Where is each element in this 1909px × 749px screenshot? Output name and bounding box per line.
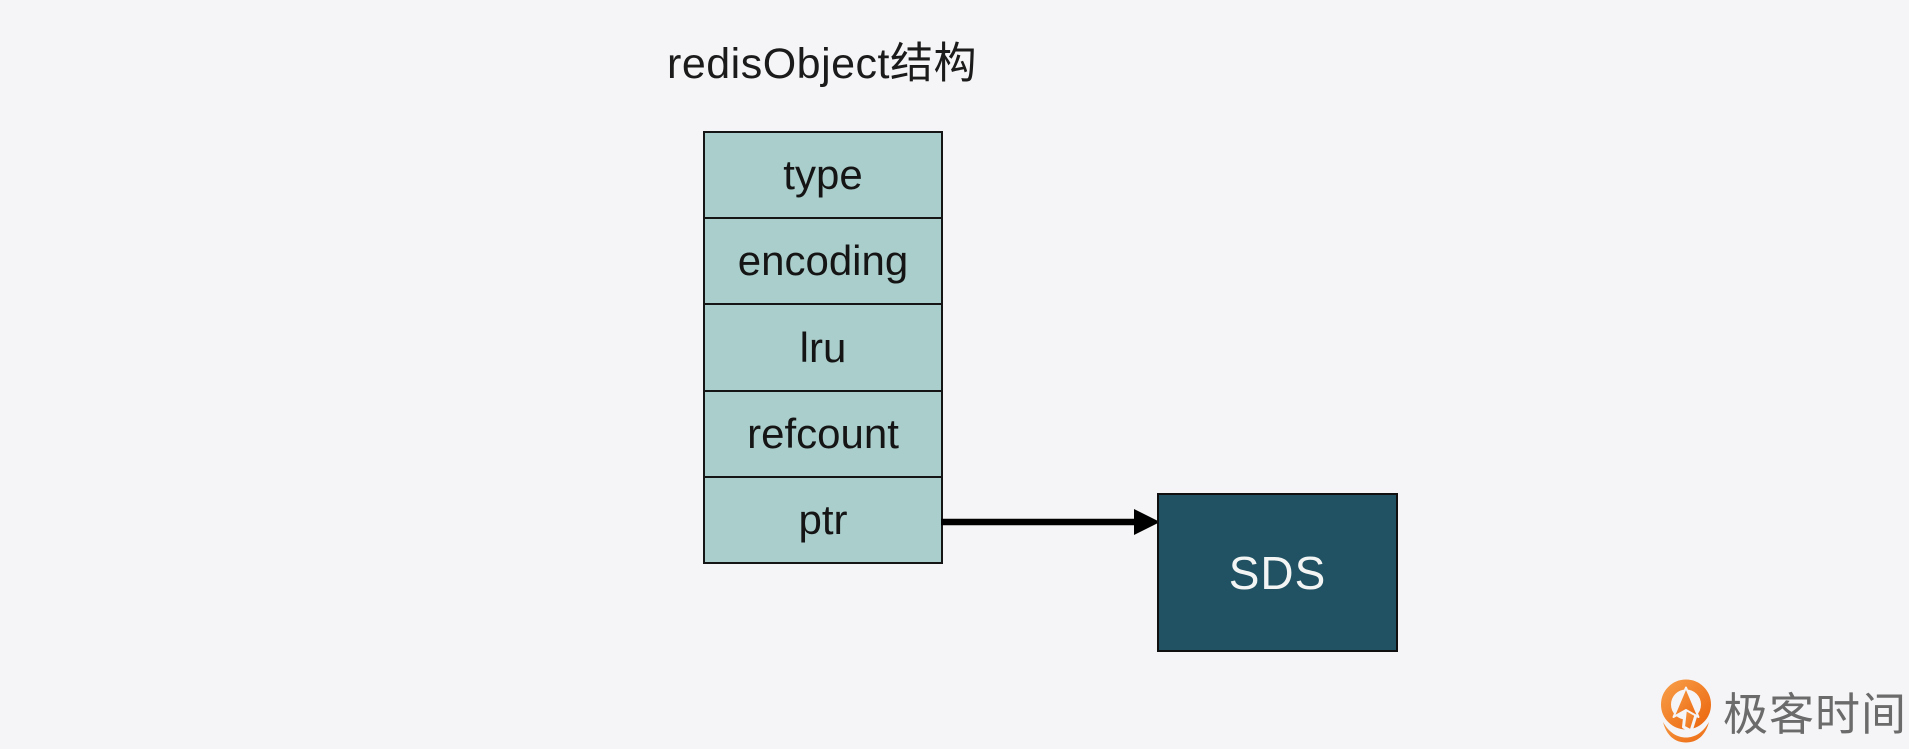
struct-cell-encoding: encoding bbox=[705, 219, 941, 306]
struct-cell-ptr: ptr bbox=[705, 477, 941, 563]
sds-box: SDS bbox=[1157, 493, 1398, 652]
geektime-logo-text: 极客时间 bbox=[1723, 688, 1908, 740]
struct-cell-refcount: refcount bbox=[705, 391, 941, 478]
ptr-arrow-icon bbox=[941, 509, 1160, 535]
struct-cell-lru: lru bbox=[705, 305, 941, 392]
geektime-logo: 极客时间 bbox=[1657, 677, 1907, 743]
struct-cell-type: type bbox=[705, 133, 941, 220]
diagram-title: redisObject结构 bbox=[667, 40, 977, 88]
redisobject-struct-table: type encoding lru refcount ptr bbox=[703, 131, 943, 564]
geektime-logo-icon bbox=[1661, 679, 1711, 743]
